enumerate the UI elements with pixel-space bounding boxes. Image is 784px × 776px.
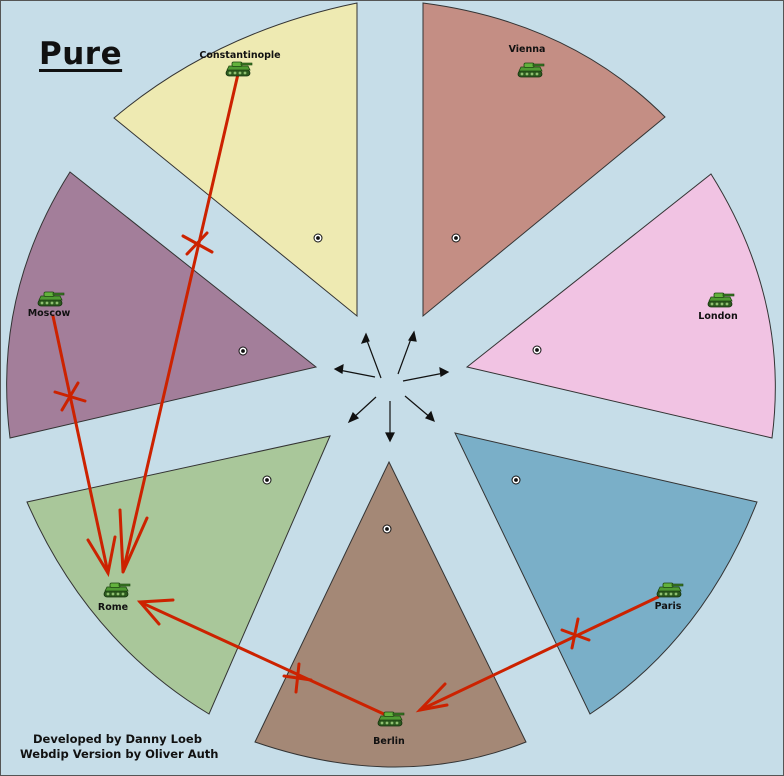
territory-moscow[interactable] — [6, 171, 318, 439]
supply-center-constantinople — [313, 233, 323, 243]
territory-rome[interactable] — [26, 435, 331, 715]
label-berlin: Berlin — [373, 736, 405, 747]
label-london: London — [698, 311, 738, 322]
credit-webdip: Webdip Version by Oliver Auth — [20, 747, 219, 761]
supply-center-vienna — [451, 233, 461, 243]
territory-paris[interactable] — [454, 432, 758, 715]
territory-constantinople[interactable] — [113, 2, 358, 318]
supply-center-paris — [511, 475, 521, 485]
order-constantinople-to-rome[interactable] — [118, 72, 240, 574]
label-vienna: Vienna — [509, 44, 546, 55]
territory-vienna[interactable] — [422, 2, 666, 318]
map-title: Pure — [39, 36, 123, 72]
label-rome: Rome — [98, 602, 128, 613]
supply-center-moscow — [238, 346, 248, 356]
order-moscow-to-rome[interactable] — [51, 314, 117, 578]
order-arrows — [51, 72, 660, 717]
order-paris-to-berlin[interactable] — [415, 595, 660, 713]
territory-london[interactable] — [465, 173, 776, 439]
supply-center-london — [532, 345, 542, 355]
label-constantinople: Constantinople — [199, 50, 280, 61]
label-moscow: Moscow — [28, 308, 71, 319]
credit-developer: Developed by Danny Loeb — [33, 732, 202, 746]
supply-center-rome — [262, 475, 272, 485]
supply-center-berlin — [382, 524, 392, 534]
supply-center-markers — [238, 233, 542, 534]
label-paris: Paris — [655, 601, 682, 612]
territory-labels: Constantinople Vienna London Paris Berli… — [28, 44, 738, 747]
order-berlin-to-rome[interactable] — [136, 598, 388, 717]
center-arrows — [333, 330, 450, 443]
credits: Developed by Danny Loeb Webdip Version b… — [20, 732, 218, 762]
